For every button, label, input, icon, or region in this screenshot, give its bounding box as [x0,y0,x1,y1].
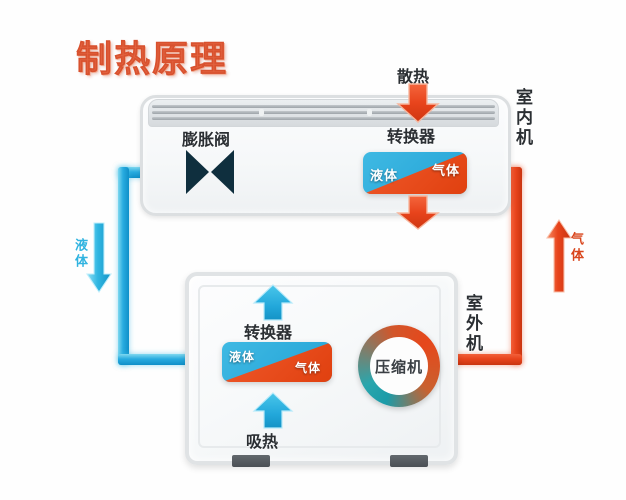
grille-slat [152,111,495,114]
liquid-flow-arrow-down-icon [86,222,112,294]
outdoor-converter: 液体 气体 [222,342,332,382]
pipe-red-right-vertical [511,167,522,365]
page-title: 制热原理 [76,39,229,81]
indoor-unit-label: 室内机 [512,88,532,148]
outdoor-converter-gas-label: 气体 [294,361,321,375]
compressor: 压缩机 [358,325,440,407]
outdoor-unit-inner-frame [198,285,441,448]
heat-release-label: 散热 [397,67,430,86]
valve-triangle-right [211,150,234,194]
heat-absorb-arrow-up-icon [252,392,294,430]
gas-line-label: 气体 [568,232,583,264]
grille-slat [152,117,495,120]
indoor-converter-label: 转换器 [387,127,436,146]
grille-divider [259,109,264,116]
indoor-converter: 液体 气体 [363,152,467,194]
grille-divider [367,109,372,116]
outdoor-converter-arrow-up-icon [252,284,294,322]
liquid-line-label: 液体 [72,238,87,270]
expansion-valve-icon [186,150,234,194]
outdoor-converter-liquid-label: 液体 [229,350,256,364]
expansion-valve-label: 膨胀阀 [182,130,231,149]
indoor-output-arrow-down-icon [396,195,440,231]
compressor-label: 压缩机 [374,357,423,376]
grille-slat [152,105,495,108]
outdoor-unit-label: 室外机 [462,294,482,354]
heat-absorb-label: 吸热 [246,432,279,451]
pipe-blue-outdoor-horizontal [118,354,236,365]
outdoor-unit-foot [232,455,270,467]
gas-flow-arrow-up-icon [546,218,572,294]
valve-triangle-left [186,150,209,194]
indoor-converter-gas-label: 气体 [431,164,460,179]
pipe-blue-left-vertical [118,167,129,365]
indoor-unit-grille [148,99,499,127]
outdoor-converter-label: 转换器 [244,323,293,342]
indoor-converter-liquid-label: 液体 [370,169,399,184]
heat-release-arrow-down-icon [396,82,440,124]
outdoor-unit-foot [390,455,428,467]
pipe-red-outdoor-horizontal [437,354,522,365]
